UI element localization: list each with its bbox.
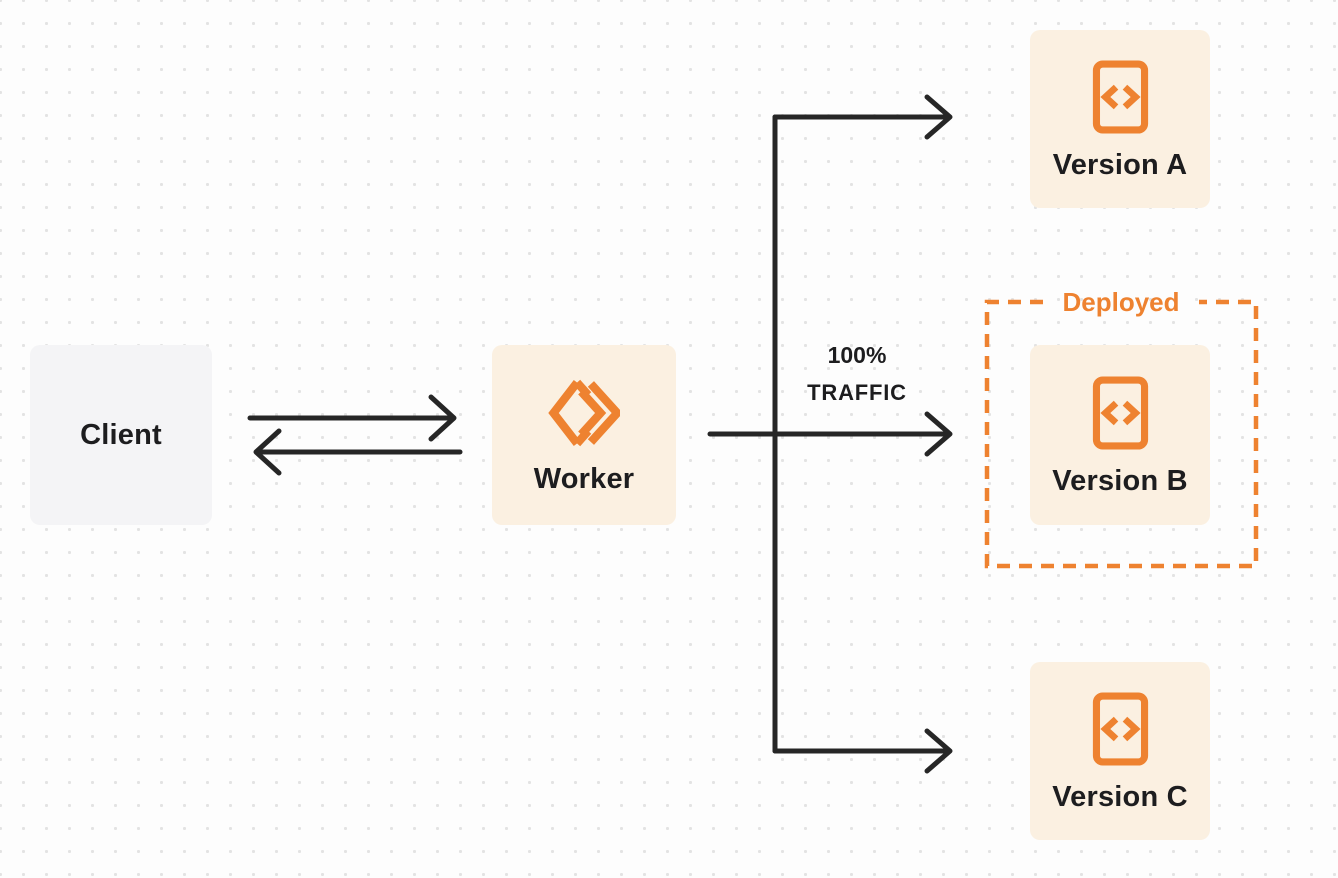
- arrow-to-version-a: [772, 94, 953, 140]
- traffic-label: 100% TRAFFIC: [777, 344, 937, 404]
- version-a-node: Version A: [1030, 30, 1210, 208]
- deployed-label: Deployed: [1062, 287, 1180, 317]
- arrow-to-version-c: [772, 728, 953, 774]
- traffic-caption: TRAFFIC: [807, 380, 907, 405]
- worker-label: Worker: [533, 462, 635, 495]
- client-to-worker-arrow: [247, 394, 457, 442]
- code-file-icon: [1092, 691, 1148, 766]
- version-a-label: Version A: [1052, 148, 1188, 181]
- deployed-dashed-border: [984, 299, 1259, 569]
- worker-node: Worker: [492, 345, 676, 525]
- worker-to-versions-trunk: [707, 114, 949, 754]
- version-b-label: Version B: [1052, 464, 1188, 497]
- worker-to-client-arrow: [253, 428, 463, 476]
- workers-logo-icon: [548, 379, 620, 446]
- client-node: Client: [30, 345, 212, 525]
- code-file-icon: [1092, 59, 1148, 134]
- arrow-to-version-b: [924, 411, 953, 457]
- traffic-percent: 100%: [827, 342, 887, 368]
- version-c-label: Version C: [1052, 780, 1188, 813]
- client-label: Client: [80, 418, 162, 451]
- version-c-node: Version C: [1030, 662, 1210, 840]
- version-b-node: Version B: [1030, 345, 1210, 525]
- code-file-icon: [1092, 375, 1148, 450]
